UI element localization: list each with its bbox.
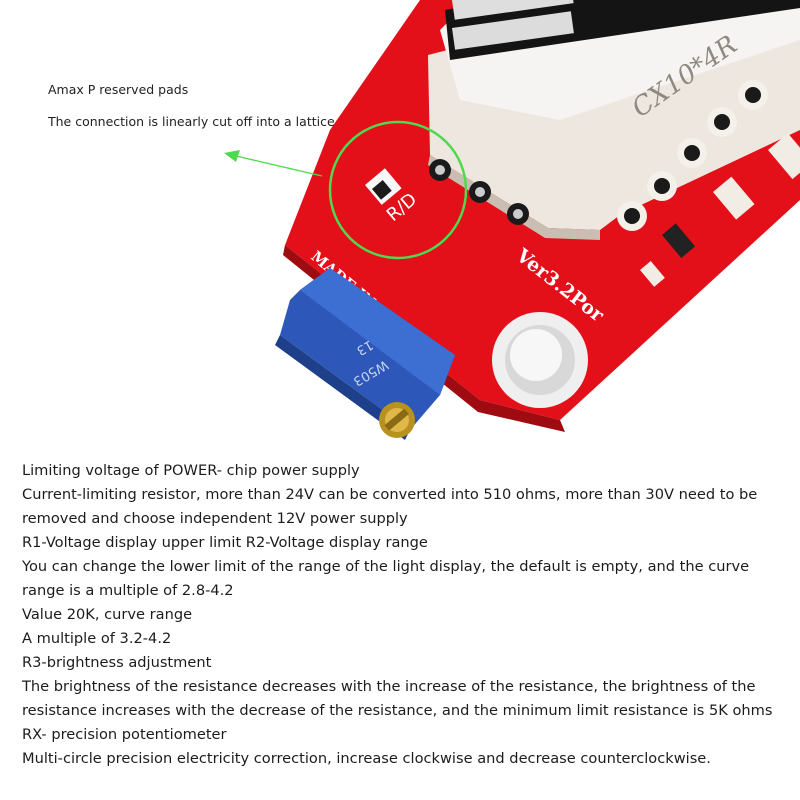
callout-arrow	[224, 150, 323, 177]
trimmer-potentiometer: 13 W503	[275, 268, 455, 440]
lattice-note-callout: The connection is linearly cut off into …	[48, 114, 335, 129]
smd-components	[365, 133, 800, 287]
description-line: R3-brightness adjustment	[22, 654, 212, 671]
description-line: R1-Voltage display upper limit R2-Voltag…	[22, 534, 428, 551]
pot-marking-1: 13	[354, 337, 376, 358]
header-pins	[429, 80, 768, 231]
description-line: You can change the lower limit of the ra…	[22, 558, 750, 599]
description-line: The brightness of the resistance decreas…	[22, 678, 773, 719]
product-photo: CX10*4R R/D MADE IN CHINA Ver3.2Por 13 W…	[224, 0, 800, 440]
highlight-circle	[328, 120, 468, 260]
description-text: Limiting voltage of POWER- chip power su…	[22, 459, 792, 771]
description-line: Value 20K, curve range	[22, 606, 193, 623]
mounting-hole	[492, 312, 588, 408]
description-line: A multiple of 3.2-4.2	[22, 630, 172, 647]
description-line: Current-limiting resistor, more than 24V…	[22, 486, 758, 527]
description-line: Multi-circle precision electricity corre…	[22, 750, 711, 767]
reserved-pads-callout: Amax P reserved pads	[48, 82, 189, 97]
description-line: Limiting voltage of POWER- chip power su…	[22, 462, 360, 479]
led-bargraph-display: CX10*4R	[428, 0, 800, 240]
description-line: RX- precision potentiometer	[22, 726, 227, 743]
